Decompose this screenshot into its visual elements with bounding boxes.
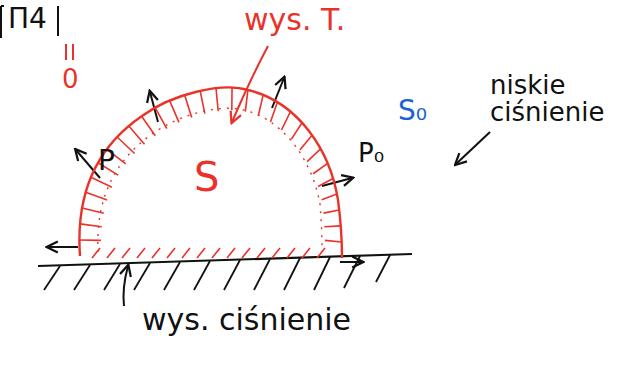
pointer-arrow xyxy=(124,266,129,306)
dome-hatching xyxy=(231,88,233,111)
dome-hatching xyxy=(155,108,167,129)
dome-hatching xyxy=(322,194,337,200)
pressure-symbol: P xyxy=(98,146,115,175)
dome-hatching xyxy=(258,95,263,116)
dome-inner-edge xyxy=(98,108,322,252)
dome-hatching xyxy=(79,239,100,241)
dome-hatching xyxy=(107,248,115,258)
dome-hatching xyxy=(82,208,104,213)
dome-border xyxy=(79,88,342,258)
bracket xyxy=(1,6,4,38)
dome-hatching xyxy=(167,248,175,258)
bracket xyxy=(57,6,59,36)
dome-hatching xyxy=(129,126,145,144)
dome-hatching xyxy=(307,149,320,162)
value: 0 xyxy=(62,66,79,93)
dome-hatching xyxy=(281,112,290,130)
dome-hatching xyxy=(197,248,205,258)
region-symbol: S xyxy=(194,156,219,198)
dome-hatching xyxy=(122,248,130,258)
dome-hatching xyxy=(245,90,248,112)
dome-hatching xyxy=(91,177,112,187)
dome-hatching xyxy=(182,248,190,258)
equals-sign xyxy=(66,44,73,60)
dome-hatching xyxy=(212,248,220,258)
dome-hatching xyxy=(170,101,179,123)
ground-hatching xyxy=(44,255,390,290)
hot-gas-dome: PS xyxy=(72,80,352,262)
dome-hatching xyxy=(137,248,145,258)
dome-hatching xyxy=(242,248,250,258)
dome-hatching xyxy=(200,91,205,114)
dome-hatching xyxy=(302,248,310,258)
quantity-symbol: P₀ xyxy=(358,140,384,167)
dome-hatching xyxy=(287,248,295,258)
dome-hatching xyxy=(270,102,277,122)
dome-hatching xyxy=(86,192,107,200)
expansion-arrow xyxy=(48,78,362,262)
dome-hatching xyxy=(92,248,100,258)
dome-hatching xyxy=(313,163,327,173)
dome-hatching xyxy=(291,123,302,140)
quantity-symbol: Π4 xyxy=(8,4,47,33)
annotation: wys. T. xyxy=(244,4,345,36)
dome-hatching xyxy=(324,225,340,227)
dome-hatching xyxy=(80,224,102,227)
dome-hatching xyxy=(272,248,280,258)
annotation: wys. ciśnienie xyxy=(142,304,351,336)
dome-hatching xyxy=(216,88,218,111)
dome-hatching xyxy=(152,248,160,258)
dome-hatching xyxy=(318,178,333,186)
dome-hatching xyxy=(185,95,192,117)
dome-hatching xyxy=(227,248,235,258)
dome-hatching xyxy=(324,210,340,213)
pointer-arrow xyxy=(456,132,490,164)
dome-hatching xyxy=(317,248,325,258)
dome-hatching xyxy=(300,135,312,150)
dome-hatching xyxy=(325,240,342,242)
dome-hatching xyxy=(117,137,134,154)
annotation: niskie ciśnienie xyxy=(490,72,608,127)
dome-hatching xyxy=(257,248,265,258)
quantity-symbol: S₀ xyxy=(398,96,427,125)
pointer-arrow xyxy=(232,46,268,122)
dome-hatching xyxy=(142,116,156,136)
